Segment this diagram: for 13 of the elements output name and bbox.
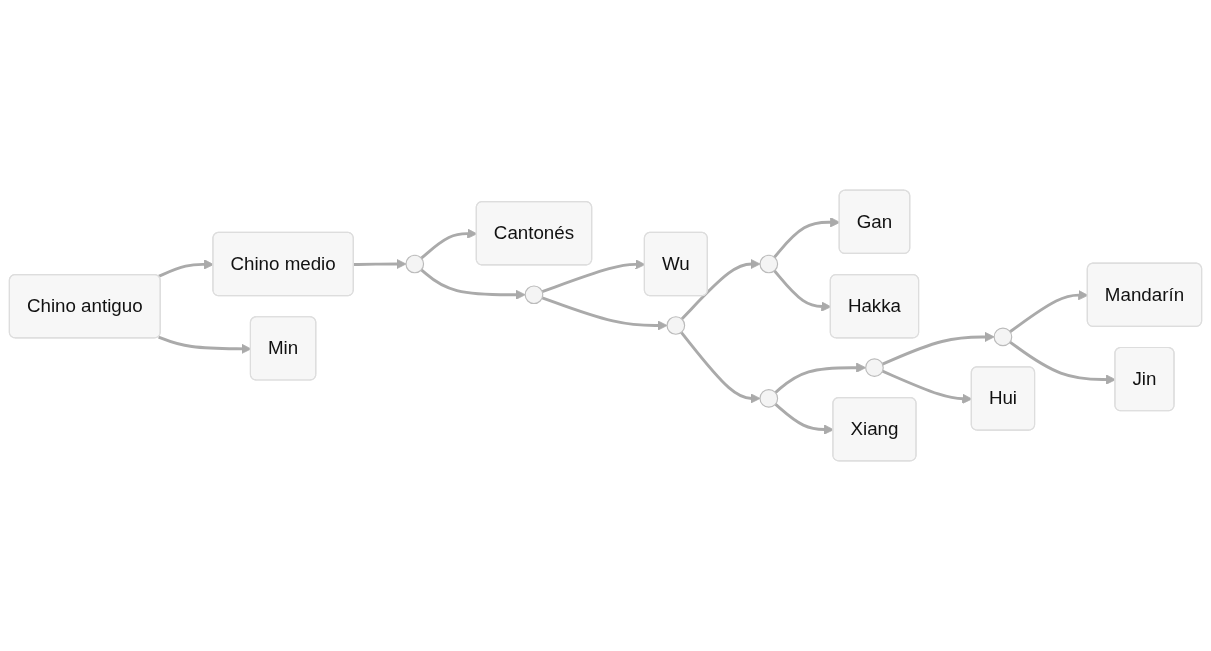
node-circle: [524, 285, 544, 305]
arrow: [541, 296, 668, 331]
arrow: [680, 331, 761, 404]
arrow: [680, 258, 761, 321]
node-circle: [666, 316, 686, 335]
node-circle: [405, 254, 425, 274]
node-circle: [865, 358, 884, 378]
arrow: [420, 268, 526, 300]
arrow: [353, 258, 407, 270]
node-circle: [759, 389, 779, 408]
node-circle: [993, 327, 1013, 347]
arrow: [881, 331, 995, 366]
node-circle: [759, 254, 779, 274]
